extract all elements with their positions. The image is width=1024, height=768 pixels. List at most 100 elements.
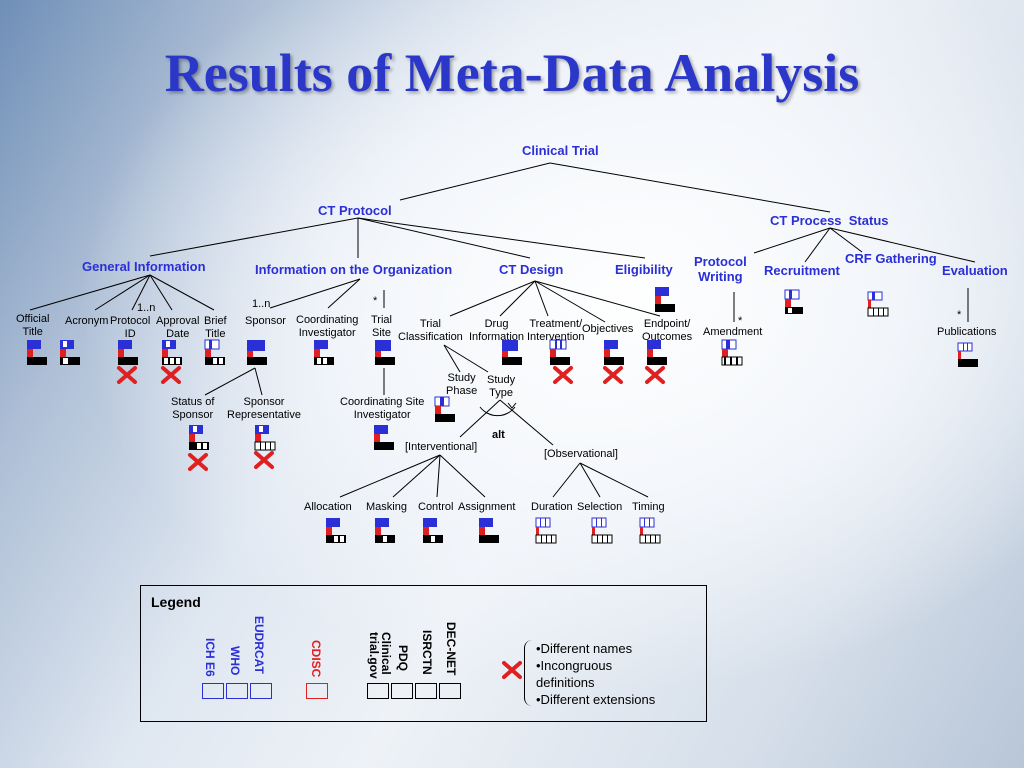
- coverage-icon: [957, 342, 978, 367]
- legend-box-who: [226, 683, 248, 699]
- leaf-amendment: Amendment: [703, 326, 763, 338]
- conflict-crosses: [117, 366, 665, 679]
- leaf-sponsor: Sponsor: [245, 315, 286, 327]
- coverage-icon: [189, 425, 209, 450]
- legend-box: [140, 585, 707, 722]
- coverage-icon: [326, 518, 346, 543]
- conflict-cross-icon: [553, 366, 573, 384]
- legend-isrctn: ISRCTN: [420, 630, 434, 675]
- coverage-icon: [479, 518, 499, 543]
- conflict-cross-icon: [502, 661, 522, 679]
- coverage-icon: [647, 340, 667, 365]
- legend-conflict-item: •Different extensions: [536, 692, 656, 707]
- legend-brace: [524, 640, 535, 706]
- coverage-icon: [314, 340, 334, 365]
- legend-box-eudrcat: [250, 683, 272, 699]
- leaf-approval-date: Approval Date: [156, 315, 200, 340]
- legend-ich-e6: ICH E6: [203, 638, 217, 677]
- coverage-icon: [502, 340, 522, 365]
- coverage-icon: [721, 339, 743, 366]
- leaf-protocol-id: Protocol ID: [110, 315, 151, 340]
- legend-conflict-item: •Incongruous definitions: [536, 658, 613, 690]
- conflict-cross-icon: [117, 366, 137, 384]
- leaf-study-phase: Study Phase: [446, 372, 478, 397]
- mult-publications: *: [957, 309, 962, 321]
- node-crf-gathering: CRF Gathering: [845, 251, 937, 266]
- coverage-icon: [549, 339, 570, 365]
- coverage-icon: [118, 340, 138, 365]
- leaf-masking: Masking: [366, 501, 407, 513]
- leaf-timing: Timing: [632, 501, 665, 513]
- coverage-icon: [247, 340, 267, 365]
- leaf-official-title: Official Title: [16, 313, 50, 338]
- mult-acronym: 1..n: [137, 302, 156, 314]
- leaf-endpoint-outcomes: Endpoint/ Outcomes: [642, 318, 693, 343]
- coverage-icon: [535, 517, 557, 544]
- node-ct-process-status: CT Process Status: [770, 213, 889, 228]
- node-evaluation: Evaluation: [942, 263, 1008, 278]
- legend-pdq: PDQ: [396, 645, 410, 672]
- node-protocol-writing: Protocol Writing: [694, 254, 747, 284]
- leaf-coordinating-investigator: Coordinating Investigator: [296, 314, 359, 339]
- legend-box-cdisc: [306, 683, 328, 699]
- legend-box-isrctn: [415, 683, 437, 699]
- node-eligibility: Eligibility: [615, 262, 673, 277]
- coverage-icon: [375, 518, 395, 543]
- coverage-icon: [60, 340, 80, 365]
- leaf-brief-title: Brief Title: [204, 315, 227, 340]
- node-information-on-organization: Information on the Organization: [255, 262, 453, 277]
- legend-box-pdq: [391, 683, 413, 699]
- coverage-icon: [867, 291, 889, 317]
- leaf-treatment-intervention: Treatment/ Intervention: [527, 318, 585, 343]
- legend-box-clinical-trial-gov: [367, 683, 389, 699]
- legend-dec-net: DEC-NET: [444, 622, 458, 676]
- leaf-objectives: Objectives: [582, 323, 634, 335]
- leaf-trial-site: Trial Site: [371, 314, 392, 339]
- leaf-sponsor-representative: Sponsor Representative: [227, 396, 301, 421]
- coverage-icon: [591, 517, 613, 544]
- legend-cdisc: CDISC: [309, 640, 323, 678]
- coverage-icon: [375, 340, 395, 365]
- coverage-icons: [27, 287, 978, 544]
- leaf-acronym: Acronym: [65, 315, 109, 327]
- coverage-icon: [434, 396, 455, 422]
- legend-title: Legend: [151, 594, 201, 610]
- leaf-coordinating-site-investigator: Coordinating Site Investigator: [340, 396, 425, 421]
- legend-conflict-list: •Different names •Incongruous definition…: [536, 640, 655, 708]
- conflict-cross-icon: [254, 451, 274, 469]
- coverage-icon: [374, 425, 394, 450]
- coverage-icon: [639, 517, 661, 544]
- conflict-cross-icon: [161, 366, 181, 384]
- conflict-cross-icon: [645, 366, 665, 384]
- legend-eudrcat: EUDRCAT: [252, 616, 266, 674]
- leaf-duration: Duration: [531, 501, 573, 513]
- legend-clinical-trial-gov: Clinical trial.gov: [367, 632, 393, 679]
- coverage-icon: [162, 340, 182, 365]
- coverage-icon: [204, 339, 225, 365]
- page-title: Results of Meta-Data Analysis: [164, 43, 860, 103]
- leaf-study-type: Study Type: [487, 374, 516, 399]
- leaf-drug-information: Drug Information: [469, 318, 525, 343]
- mult-amendment: *: [738, 315, 743, 327]
- legend-box-ich-e6: [202, 683, 224, 699]
- node-recruitment: Recruitment: [764, 263, 840, 278]
- coverage-icon: [655, 287, 675, 312]
- leaf-observational: [Observational]: [544, 448, 618, 460]
- node-general-information: General Information: [82, 259, 206, 274]
- alt-label: alt: [492, 429, 505, 441]
- leaf-interventional: [Interventional]: [405, 441, 478, 453]
- coverage-icon: [423, 518, 443, 543]
- coverage-icon: [254, 425, 276, 451]
- leaf-trial-classification: Trial Classification: [398, 318, 463, 343]
- node-ct-design: CT Design: [499, 262, 564, 277]
- leaf-assignment: Assignment: [458, 501, 516, 513]
- mult-trial-site: *: [373, 295, 378, 307]
- legend-conflict-item: •Different names: [536, 641, 633, 656]
- leaf-status-of-sponsor: Status of Sponsor: [171, 396, 215, 421]
- leaf-publications: Publications: [937, 326, 997, 338]
- leaf-control: Control: [418, 501, 454, 513]
- coverage-icon: [27, 340, 47, 365]
- conflict-cross-icon: [603, 366, 623, 384]
- leaf-selection: Selection: [577, 501, 623, 513]
- coverage-icon: [604, 340, 624, 365]
